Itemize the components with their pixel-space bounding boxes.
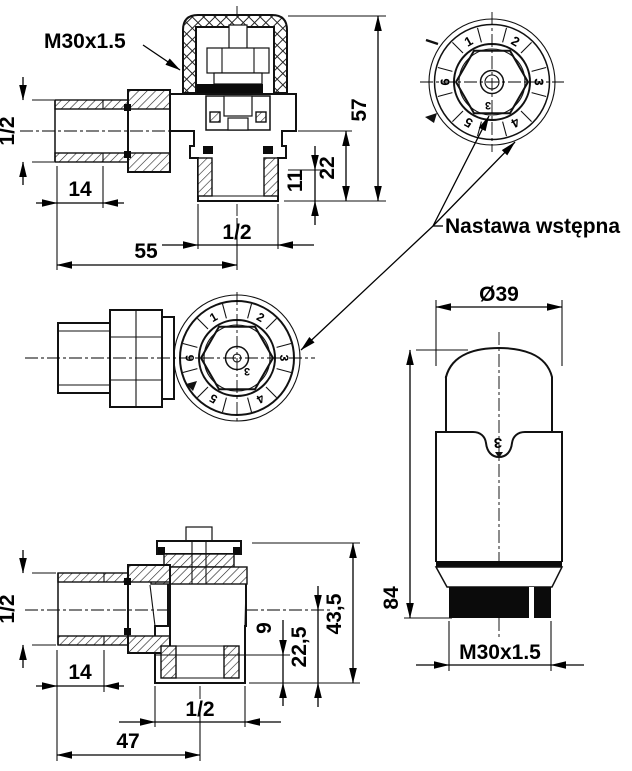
- dial-number-3: 3: [532, 78, 547, 85]
- dim-axis-to-base: 22,5: [288, 626, 311, 667]
- dim-length-total: 55: [134, 240, 158, 263]
- head-lower-collar: [434, 566, 564, 588]
- dial-number-5: 5: [462, 114, 476, 131]
- tailpiece-wall-bottom: [54, 152, 130, 163]
- dial-number-4: 4: [508, 114, 522, 131]
- side-dial-hexagon: [199, 325, 275, 391]
- dim-outlet-size: 1/2: [222, 221, 251, 244]
- side-dial-ticks: [182, 303, 292, 413]
- dial-number-6: 6: [438, 78, 453, 85]
- dial-pointer-mark: [425, 113, 437, 123]
- head-thread-black: [449, 587, 551, 618]
- spindle-hex: [206, 47, 270, 74]
- tailpiece-wall-top-b: [57, 572, 131, 583]
- dim-height-total: 57: [348, 98, 371, 121]
- leader-to-top-dial: [432, 115, 490, 227]
- dim-thread-length-b: 14: [68, 661, 92, 684]
- leader-to-top-dial-2: [432, 141, 516, 227]
- side-tailpiece: [57, 322, 111, 394]
- dim-cap-thread: M30x1.5: [44, 30, 126, 53]
- protective-cap: [182, 14, 288, 94]
- head-base-band: [436, 561, 562, 567]
- preset-label: Nastawa wstępna: [445, 215, 620, 238]
- side-dial-number-4: 4: [254, 391, 267, 407]
- view-valve-section-top: [20, 6, 314, 216]
- insert-flange: [156, 540, 242, 555]
- leader-cap-thread: [142, 44, 181, 71]
- preset-annotation: Nastawa wstępna: [300, 115, 620, 351]
- dim-thread-length: 14: [68, 178, 92, 201]
- dial-hexagon: [454, 49, 530, 115]
- o-ring-band: [197, 84, 263, 93]
- leader-to-side-dial: [300, 225, 434, 351]
- outlet-wall-left: [197, 157, 213, 197]
- dim-inlet-size-b: 1/2: [0, 594, 19, 623]
- outlet-wall-left-b: [160, 645, 177, 679]
- side-dial-indicator-value: 3: [244, 365, 250, 377]
- side-dial-number-2: 2: [254, 310, 267, 326]
- union-nut: [127, 89, 171, 173]
- dim-length-total-b: 47: [116, 730, 139, 753]
- dial-index-mark: [425, 38, 439, 46]
- dim-outlet-lip: 11: [284, 170, 307, 193]
- insert-ring: [163, 553, 235, 568]
- union-nut-top-b: [127, 564, 171, 583]
- tailpiece-wall-bottom-b: [57, 635, 131, 646]
- head-thread-highlight: [529, 587, 534, 618]
- union-nut-top: [127, 89, 171, 110]
- side-dial-number-5: 5: [207, 391, 220, 407]
- side-axes: [25, 292, 315, 424]
- spindle-stem: [228, 24, 248, 51]
- dim-outlet-height: 22: [316, 156, 339, 179]
- dimensions-bottom-view: 1/2 14 47 1/2 9 22,5 43,5: [0, 542, 360, 761]
- dial-number-1: 1: [462, 33, 476, 50]
- insert-pin: [185, 526, 213, 542]
- union-nut-b: [127, 564, 171, 654]
- outlet-wall-right-b: [223, 645, 240, 679]
- dial-number-2: 2: [509, 33, 523, 50]
- dim-head-thread: M30x1.5: [459, 641, 541, 664]
- tailpiece-wall-top: [54, 99, 130, 110]
- dim-inlet-size: 1/2: [0, 116, 19, 145]
- dim-height-total-b: 43,5: [323, 593, 346, 634]
- dim-head-diameter: Ø39: [479, 283, 519, 306]
- dimensions-top-view: M30x1.5 1/2 14 55 1/2 57 22 11: [0, 15, 386, 270]
- union-nut-bottom: [127, 152, 171, 173]
- head-setting-number: 3: [494, 434, 502, 451]
- dim-head-height: 84: [380, 586, 403, 610]
- dial-indicator-value: 3: [485, 99, 491, 111]
- view-valve-side: 3 2 1 6 5 4 3: [25, 292, 315, 424]
- dim-outlet-size-b: 1/2: [185, 698, 214, 721]
- spindle-disc: [213, 72, 263, 85]
- side-dial-pointer-mark: [186, 381, 197, 391]
- head-skirt: [435, 431, 563, 562]
- view-thermostatic-head: 3 Ø39 84 M30x1.5: [380, 283, 584, 671]
- head-dome: [444, 346, 553, 433]
- dial-crosshair: [420, 12, 564, 152]
- side-dial-number-1: 1: [207, 309, 220, 325]
- head-setting-pointer: [495, 452, 503, 458]
- dim-outlet-depth: 9: [253, 622, 276, 634]
- outlet-wall-right: [263, 157, 279, 197]
- view-preset-dial-top: 3 2 1 6 5 4 3: [420, 12, 564, 152]
- view-valve-section-bottom: [25, 526, 332, 702]
- valve-cone: [227, 117, 249, 131]
